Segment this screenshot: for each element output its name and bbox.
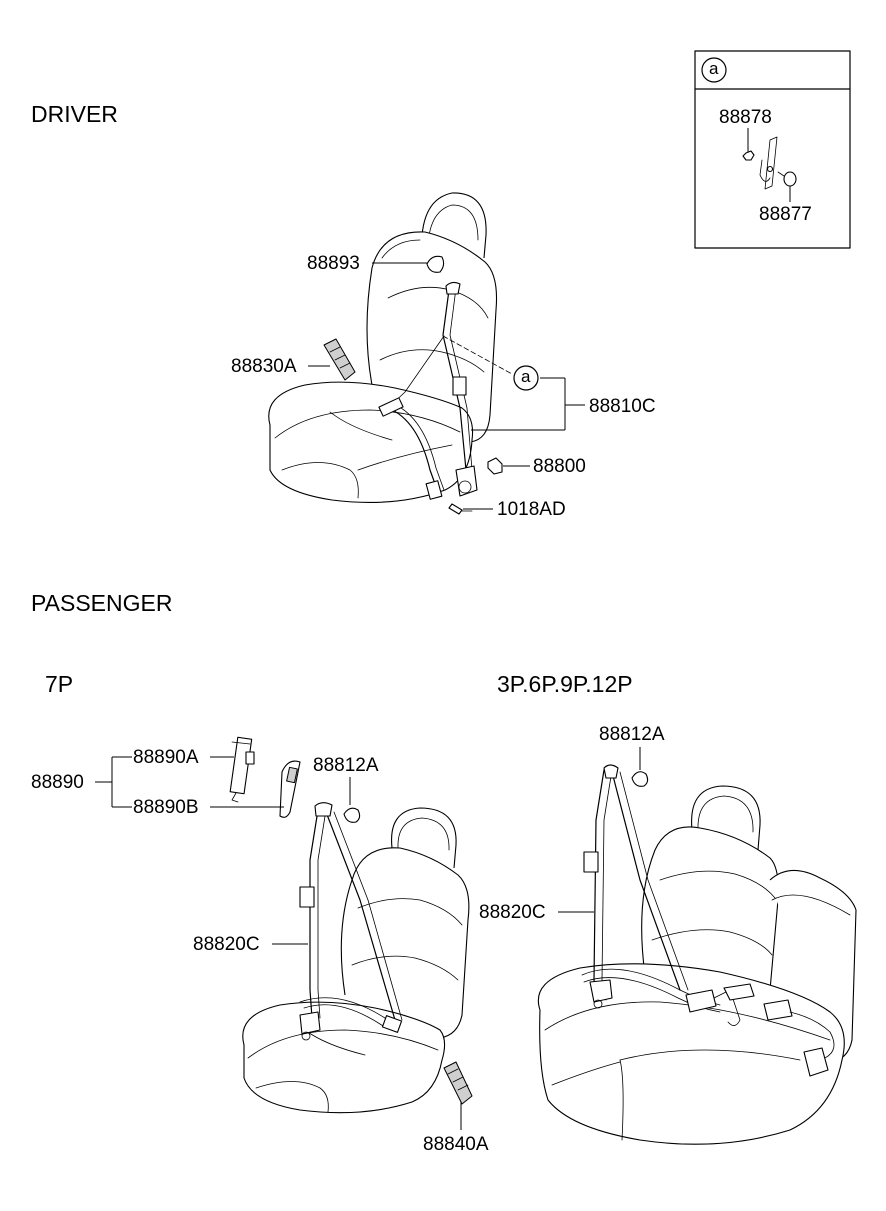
part-label-88812A-7p[interactable]: 88812A xyxy=(313,755,379,776)
driver-ref-marker-circle xyxy=(513,365,539,391)
passenger-7p-seat-illustration xyxy=(229,736,473,1114)
part-label-88810C[interactable]: 88810C xyxy=(589,396,656,417)
section-passenger: PASSENGER xyxy=(31,590,173,616)
part-label-88812A-multi[interactable]: 88812A xyxy=(599,724,665,745)
part-label-88877[interactable]: 88877 xyxy=(759,204,812,225)
callout-box xyxy=(694,50,851,249)
driver-leader-lines xyxy=(308,262,585,510)
part-label-88890A[interactable]: 88890A xyxy=(133,747,199,768)
callout-marker-label: a xyxy=(709,59,719,78)
driver-seat-illustration xyxy=(268,192,539,515)
section-driver: DRIVER xyxy=(31,101,118,127)
part-label-88820C-multi[interactable]: 88820C xyxy=(479,902,546,923)
part-label-88890[interactable]: 88890 xyxy=(31,772,84,793)
part-label-88878[interactable]: 88878 xyxy=(719,107,772,128)
part-label-88820C-7p[interactable]: 88820C xyxy=(193,934,260,955)
section-7p: 7P xyxy=(45,671,74,697)
part-label-88890B[interactable]: 88890B xyxy=(133,797,199,818)
part-label-88830A[interactable]: 88830A xyxy=(231,356,297,377)
section-multi-passenger: 3P.6P.9P.12P xyxy=(497,671,633,697)
part-label-88840A[interactable]: 88840A xyxy=(423,1134,489,1155)
callout-marker-circle xyxy=(701,57,727,83)
passenger-7p-leader-lines xyxy=(95,756,462,1130)
passenger-bench-seat-illustration xyxy=(537,764,857,1145)
callout-grommet-illustration xyxy=(742,128,797,202)
part-label-88893[interactable]: 88893 xyxy=(307,253,360,274)
part-label-1018AD[interactable]: 1018AD xyxy=(497,499,566,520)
part-label-88800[interactable]: 88800 xyxy=(533,456,586,477)
driver-ref-marker-label: a xyxy=(521,367,531,386)
passenger-multi-leader-lines xyxy=(558,747,641,913)
